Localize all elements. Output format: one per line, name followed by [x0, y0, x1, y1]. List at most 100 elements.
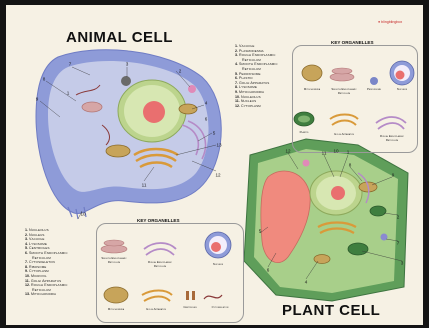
animal-list-item: 13. Mitochondria — [25, 292, 68, 297]
list-item-number: 5. — [235, 72, 238, 76]
animal-callout-number: 11 — [142, 183, 147, 188]
list-item-text: Reticulum — [32, 256, 51, 260]
list-item-text: Peroxisome — [239, 72, 261, 76]
list-item-text: Lysosome — [29, 242, 47, 246]
plant-callout-number: 2 — [397, 215, 400, 220]
list-item-number: 6. — [25, 251, 28, 255]
list-item-text: Cytoplasm — [241, 104, 261, 108]
key-label: Centrioles — [183, 305, 196, 309]
plant-callout-number: 11 — [322, 151, 327, 156]
list-item-text: Lysosome — [239, 85, 257, 89]
list-item-number: 12. — [25, 283, 30, 287]
key-label: Cytoskeleton — [212, 305, 229, 309]
animal-callout-number: 2 — [179, 69, 182, 74]
list-item-number: 5. — [25, 246, 28, 250]
animal-callout-number: 5 — [213, 131, 216, 136]
plant-callout-number: 10 — [333, 149, 338, 154]
list-item-text: Reticulum — [32, 288, 51, 292]
plant-cell-title: PLANT CELL — [282, 302, 380, 319]
list-item-text: Nucleus — [241, 99, 256, 103]
animal-callout-number: 7 — [69, 62, 72, 67]
list-item-text: Vacuole — [29, 237, 44, 241]
key-label: Nucleus — [397, 87, 407, 91]
animal-callout-number: 9 — [36, 97, 39, 102]
list-item-text: Smooth Endoplasmic — [239, 62, 278, 66]
animal-cell-title: ANIMAL CELL — [66, 29, 173, 46]
key-label: Rough Endoplasmic Reticulum — [376, 134, 408, 142]
plant-callout-number: 9 — [392, 173, 395, 178]
animal-callout-number: 3 — [126, 62, 129, 67]
list-item-number: 8. — [25, 265, 28, 269]
key-label: Plastid — [300, 130, 309, 134]
list-item-text: Smooth Endoplasmic — [29, 251, 68, 255]
key-label: Smooth Endoplasmic Reticulum — [99, 256, 129, 264]
list-item-text: Plasmodesma — [239, 49, 264, 53]
animal-key-heading: KEY ORGANELLES — [134, 218, 183, 223]
animal-callout-number: 6 — [205, 117, 208, 122]
plant-organelle-list: 1. Vacuole2. Plasmodesma3. Rough Endopla… — [235, 44, 278, 108]
animal-callout-number: 8 — [43, 77, 46, 82]
list-item-number: 2. — [235, 49, 238, 53]
plant-callout-number: 7 — [397, 241, 400, 246]
list-item-text: Nucleolus — [241, 95, 261, 99]
plant-list-item: 12. Cytoplasm — [235, 104, 278, 109]
plant-callout-number: 4 — [305, 280, 308, 285]
plant-callout-number: 3 — [401, 261, 404, 266]
list-item-text: Microvil — [31, 274, 47, 278]
list-item-text: Centrioles — [29, 246, 50, 250]
key-label: Smooth Endoplasmic Reticulum — [330, 87, 358, 95]
list-item-number: 12. — [235, 104, 240, 108]
list-item-text: Reticulum — [242, 58, 261, 62]
list-item-text: Nucleus — [29, 233, 44, 237]
list-item-text: Mitochondria — [239, 90, 264, 94]
list-item-text: Golgi Apparatus — [31, 279, 61, 283]
list-item-number: 6. — [235, 76, 238, 80]
animal-callout-number: 4 — [205, 101, 208, 106]
list-item-text: Rough Endoplasmic — [239, 53, 276, 57]
plant-callout-number: 8 — [349, 163, 352, 168]
list-item-number: 8. — [235, 85, 238, 89]
list-item-number: 4. — [25, 242, 28, 246]
list-item-text: Reticulum — [242, 67, 261, 71]
plant-callout-number: 1 — [347, 150, 350, 155]
key-label: Rough Endoplasmic Reticulum — [145, 260, 175, 268]
key-label: Mitochondria — [304, 87, 320, 91]
brand-logo: ● blingblingbox — [378, 20, 402, 24]
list-item-number: 9. — [25, 269, 28, 273]
list-item-number: 7. — [25, 260, 28, 264]
key-label: Golgi Apparatus — [146, 307, 166, 311]
list-item-number: 11. — [25, 279, 30, 283]
list-item-number: 13. — [25, 292, 30, 296]
plant-callout-number: 6 — [267, 268, 270, 273]
plant-callout-number: 5 — [259, 229, 262, 234]
animal-callout-number: 10 — [80, 212, 85, 217]
list-item-text: Ribosome — [29, 265, 46, 269]
key-label: Golgi Apparatus — [334, 132, 354, 136]
animal-callout-number: 13 — [216, 143, 221, 148]
list-item-text: Plastid — [239, 76, 253, 80]
list-item-number: 10. — [235, 95, 240, 99]
list-item-text: Nucleolus — [29, 228, 49, 232]
list-item-text: Cytoplasm — [29, 269, 49, 273]
animal-organelle-list: 1. Nucleolus2. Nucleus3. Vacuole4. Lysos… — [25, 228, 68, 297]
list-item-text: Mitochondria — [31, 292, 56, 296]
list-item-number: 3. — [235, 53, 238, 57]
animal-callout-number: 12 — [215, 173, 220, 178]
list-item-text: Vacuole — [239, 44, 254, 48]
list-item-text: Golgi Apparatus — [239, 81, 269, 85]
key-label: Peroxisome — [367, 87, 381, 91]
list-item-number: 10. — [25, 274, 30, 278]
list-item-number: 9. — [235, 90, 238, 94]
list-item-number: 2. — [25, 233, 28, 237]
plant-callout-number: 12 — [285, 149, 290, 154]
key-label: Nucleus — [213, 262, 223, 266]
list-item-number: 11. — [235, 99, 240, 103]
list-item-number: 1. — [25, 228, 28, 232]
list-item-number: 7. — [235, 81, 238, 85]
poster-sheet: ANIMAL CELL PLANT CELL ● blingblingbox K… — [6, 5, 423, 325]
list-item-text: Rough Endoplasmic — [31, 283, 68, 287]
key-label: Mitochondria — [108, 307, 124, 311]
list-item-number: 4. — [235, 62, 238, 66]
list-item-text: Cytoskeleton — [29, 260, 55, 264]
